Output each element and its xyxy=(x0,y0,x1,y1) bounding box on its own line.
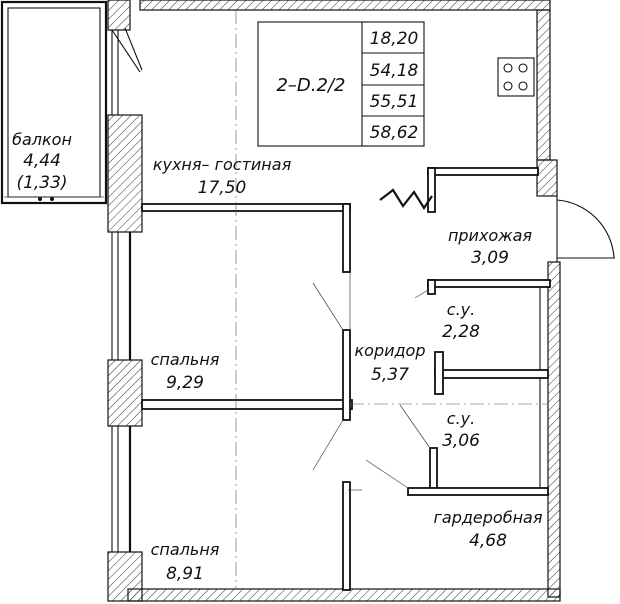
bedroom2-name: спальня xyxy=(151,540,220,559)
corridor-area: 5,37 xyxy=(371,365,409,385)
bedroom1-area: 9,29 xyxy=(166,373,204,393)
hallway-area: 3,09 xyxy=(471,248,509,268)
axis-lines xyxy=(235,10,548,589)
bedroom1-name: спальня xyxy=(151,350,220,369)
bath1-area: 2,28 xyxy=(442,322,480,342)
wardrobe-name: гардеробная xyxy=(434,508,543,527)
kitchen-area: 17,50 xyxy=(198,178,247,198)
room-labels: балкон 4,44 (1,33) кухня– гостиная 17,50… xyxy=(12,130,543,584)
interior-walls xyxy=(141,167,551,591)
stove-icon xyxy=(497,57,535,97)
balcony-name: балкон xyxy=(12,130,72,149)
table-value-3: 55,51 xyxy=(370,92,419,112)
bath2-area: 3,06 xyxy=(442,431,480,451)
bedroom2-area: 8,91 xyxy=(166,564,204,584)
hallway-name: прихожая xyxy=(448,226,532,245)
table-value-1: 18,20 xyxy=(370,29,419,49)
entrance-door xyxy=(556,196,615,262)
outer-walls xyxy=(107,0,561,602)
left-facade-windows xyxy=(111,27,143,552)
entrance-zigzag-icon xyxy=(379,188,433,211)
table-value-4: 58,62 xyxy=(370,123,419,143)
door-swings xyxy=(312,272,431,491)
bath2-name: с.у. xyxy=(447,409,475,428)
bath1-name: с.у. xyxy=(447,300,475,319)
apartment-code: 2–D.2/2 xyxy=(276,75,345,96)
kitchen-name: кухня– гостиная xyxy=(153,155,292,174)
summary-table: 2–D.2/2 18,20 54,18 55,51 58,62 xyxy=(257,21,425,147)
balcony-area: 4,44 xyxy=(23,151,61,171)
wardrobe-area: 4,68 xyxy=(469,531,507,551)
balcony xyxy=(0,0,108,205)
corridor-name: коридор xyxy=(354,341,425,360)
balcony-area-reduced: (1,33) xyxy=(16,173,67,193)
table-value-2: 54,18 xyxy=(370,61,419,81)
